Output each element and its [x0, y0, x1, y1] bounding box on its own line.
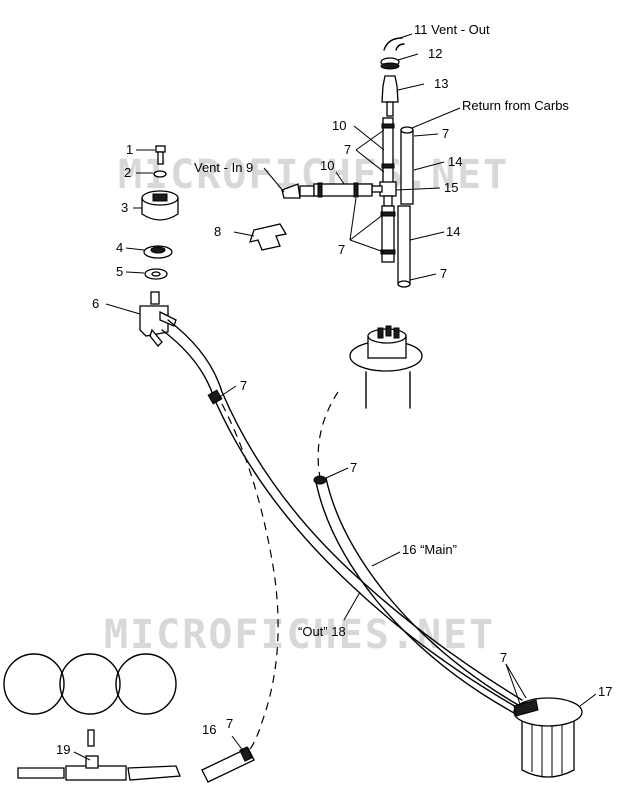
screw-part-1 — [155, 145, 166, 165]
leader-lines — [73, 33, 597, 761]
label-part-14-upper: 14 — [448, 154, 462, 169]
label-part-10-horizontal: 10 — [320, 158, 334, 173]
short-hose-part-16 — [201, 746, 255, 783]
label-part-12: 12 — [428, 46, 442, 61]
label-part-6: 6 — [92, 296, 99, 311]
label-part-16-main: 16 “Main” — [402, 542, 457, 557]
label-part-7-upper-tee: 7 — [344, 142, 351, 157]
label-part-14-lower: 14 — [446, 224, 460, 239]
label-part-17: 17 — [598, 684, 612, 699]
fuel-filter-part-17 — [513, 697, 583, 778]
label-part-19: 19 — [56, 742, 70, 757]
label-part-7-filter: 7 — [500, 650, 507, 665]
bracket-part-8 — [249, 223, 288, 251]
cap-part-3 — [141, 190, 179, 221]
label-part-13: 13 — [434, 76, 448, 91]
label-part-2: 2 — [124, 165, 131, 180]
label-part-11: 11 Vent - Out — [414, 22, 490, 37]
check-valve-part-13 — [381, 75, 399, 117]
washer-part-5 — [144, 268, 168, 280]
nut-part-4 — [143, 245, 173, 259]
label-part-5: 5 — [116, 264, 123, 279]
label-part-10-vertical: 10 — [332, 118, 346, 133]
vent-out-hose-part-11 — [383, 37, 405, 51]
vertical-hose-part-10 — [381, 117, 395, 185]
tank-flange — [349, 325, 423, 409]
label-part-18-out: “Out” 18 — [298, 624, 346, 639]
label-part-16-short: 16 — [202, 722, 216, 737]
label-part-15: 15 — [444, 180, 458, 195]
valve-part-6 — [139, 291, 177, 347]
horizontal-hose-part-10 — [313, 182, 373, 198]
label-part-7-short: 7 — [226, 716, 233, 731]
return-hose-part-14-upper — [400, 126, 414, 205]
label-part-3: 3 — [121, 200, 128, 215]
part-labels: 1 2 3 4 5 6 8 Vent - In 9 10 10 7 7 11 V… — [56, 22, 612, 757]
lower-hose-part-10 — [380, 205, 396, 263]
washer-part-2 — [153, 170, 167, 178]
label-part-7-return-top: 7 — [442, 126, 449, 141]
clamp-part-12 — [380, 57, 400, 70]
label-part-1: 1 — [126, 142, 133, 157]
label-part-8: 8 — [214, 224, 221, 239]
label-part-4: 4 — [116, 240, 123, 255]
hose-end-ring-upper — [207, 389, 223, 405]
label-part-7-out-hose: 7 — [240, 378, 247, 393]
flange-guide-dash — [317, 391, 339, 479]
label-part-7-return-bottom: 7 — [440, 266, 447, 281]
label-part-7-lower-tee: 7 — [338, 242, 345, 257]
return-hose-part-14-lower — [397, 205, 411, 288]
label-return-from-carbs: Return from Carbs — [462, 98, 569, 113]
label-part-7-main-hose: 7 — [350, 460, 357, 475]
label-part-9: Vent - In 9 — [194, 160, 253, 175]
out-hose-guide-dash — [221, 403, 279, 753]
tee-part-19 — [17, 729, 181, 781]
circle-outlines — [3, 653, 177, 715]
hose-end-ring-main — [313, 475, 327, 485]
out-hose-part-18 — [161, 319, 523, 709]
main-hose-part-16 — [315, 477, 521, 715]
